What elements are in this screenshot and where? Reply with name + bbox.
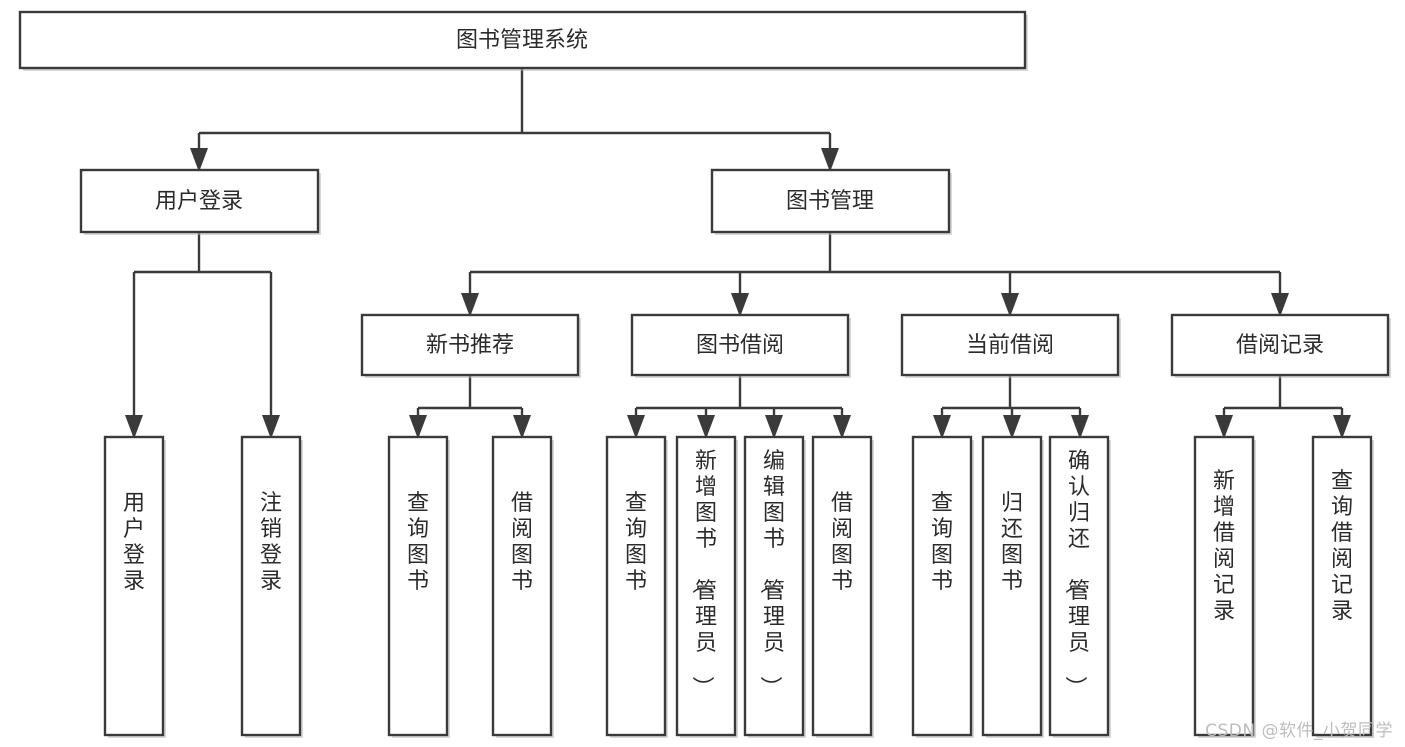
node-label-new-book-recommend: 新书推荐 — [426, 333, 514, 358]
node-leaf-borrow-book-1[interactable]: 借阅图书 — [491, 435, 554, 738]
node-label-leaf-user-logout: 注销登录 — [260, 491, 282, 594]
node-label-book-manage: 图书管理 — [786, 189, 874, 214]
node-label-leaf-add-record: 新增借阅记录 — [1213, 469, 1235, 624]
node-label-leaf-edit-book: 编辑图书（管理员） — [757, 449, 785, 698]
node-new-book-recommend[interactable]: 新书推荐 — [360, 313, 581, 378]
arrow-bookmanage-to-current-borrow — [1001, 293, 1019, 317]
arrow-userlogin-leaf-1 — [125, 415, 143, 439]
node-label-borrow-record: 借阅记录 — [1236, 333, 1324, 358]
node-label-leaf-confirm-return: 确认归还（管理员） — [1062, 449, 1090, 698]
node-label-leaf-add-book: 新增图书（管理员） — [689, 449, 717, 698]
node-leaf-query-book-1[interactable]: 查询图书 — [387, 435, 450, 738]
node-leaf-query-book-2[interactable]: 查询图书 — [605, 435, 668, 738]
node-label-leaf-query-record: 查询借阅记录 — [1331, 469, 1353, 624]
node-label-leaf-query-book-2: 查询图书 — [625, 491, 647, 594]
node-label-leaf-query-book-1: 查询图书 — [407, 491, 429, 594]
node-label-leaf-borrow-book-1: 借阅图书 — [511, 491, 533, 594]
node-label-book-borrow: 图书借阅 — [696, 333, 784, 358]
arrow-bookborrow-leaf-3 — [765, 415, 783, 439]
node-user-login[interactable]: 用户登录 — [79, 168, 321, 235]
node-book-manage[interactable]: 图书管理 — [710, 168, 952, 235]
node-leaf-return-book[interactable]: 归还图书 — [981, 435, 1044, 738]
node-label-user-login: 用户登录 — [155, 189, 243, 214]
arrow-currentborrow-leaf-1 — [933, 415, 951, 439]
arrow-bookmanage-to-book-borrow — [731, 293, 749, 317]
arrow-userlogin-leaf-2 — [262, 415, 280, 439]
node-label-leaf-query-book-3: 查询图书 — [931, 491, 953, 594]
connector-layer — [125, 68, 1351, 439]
arrow-newbook-leaf-1 — [409, 415, 427, 439]
arrow-bookborrow-leaf-2 — [697, 415, 715, 439]
node-label-leaf-user-login: 用户登录 — [123, 491, 145, 594]
arrow-bookborrow-leaf-1 — [627, 415, 645, 439]
node-leaf-user-logout[interactable]: 注销登录 — [240, 435, 303, 738]
node-leaf-query-record[interactable]: 查询借阅记录 — [1311, 435, 1374, 738]
arrow-borrowrecord-leaf-1 — [1215, 415, 1233, 439]
node-leaf-borrow-book-2[interactable]: 借阅图书 — [811, 435, 874, 738]
node-root-system[interactable]: 图书管理系统 — [18, 10, 1028, 71]
node-leaf-add-book[interactable]: 新增图书（管理员） — [675, 435, 738, 738]
node-book-borrow[interactable]: 图书借阅 — [630, 313, 851, 378]
arrow-borrowrecord-leaf-2 — [1333, 415, 1351, 439]
arrow-bookborrow-leaf-4 — [833, 415, 851, 439]
node-leaf-add-record[interactable]: 新增借阅记录 — [1193, 435, 1256, 738]
node-leaf-user-login[interactable]: 用户登录 — [103, 435, 166, 738]
node-label-leaf-return-book: 归还图书 — [1001, 491, 1023, 594]
node-leaf-query-book-3[interactable]: 查询图书 — [911, 435, 974, 738]
arrow-bookmanage-to-borrow-record — [1271, 293, 1289, 317]
node-current-borrow[interactable]: 当前借阅 — [900, 313, 1121, 378]
arrow-currentborrow-leaf-3 — [1071, 415, 1089, 439]
arrow-root-to-user-login — [190, 148, 208, 172]
watermark-text: CSDN @软件_小贺同学 — [1205, 721, 1393, 741]
node-label-leaf-borrow-book-2: 借阅图书 — [831, 491, 853, 594]
node-label-current-borrow: 当前借阅 — [966, 333, 1054, 358]
node-leaf-confirm-return[interactable]: 确认归还（管理员） — [1048, 435, 1111, 738]
arrow-currentborrow-leaf-2 — [1003, 415, 1021, 439]
arrow-newbook-leaf-2 — [513, 415, 531, 439]
node-label-root: 图书管理系统 — [456, 28, 588, 53]
arrow-bookmanage-to-new-book — [461, 293, 479, 317]
node-leaf-edit-book[interactable]: 编辑图书（管理员） — [743, 435, 806, 738]
arrow-root-to-book-manage — [821, 148, 839, 172]
node-borrow-record[interactable]: 借阅记录 — [1170, 313, 1391, 378]
